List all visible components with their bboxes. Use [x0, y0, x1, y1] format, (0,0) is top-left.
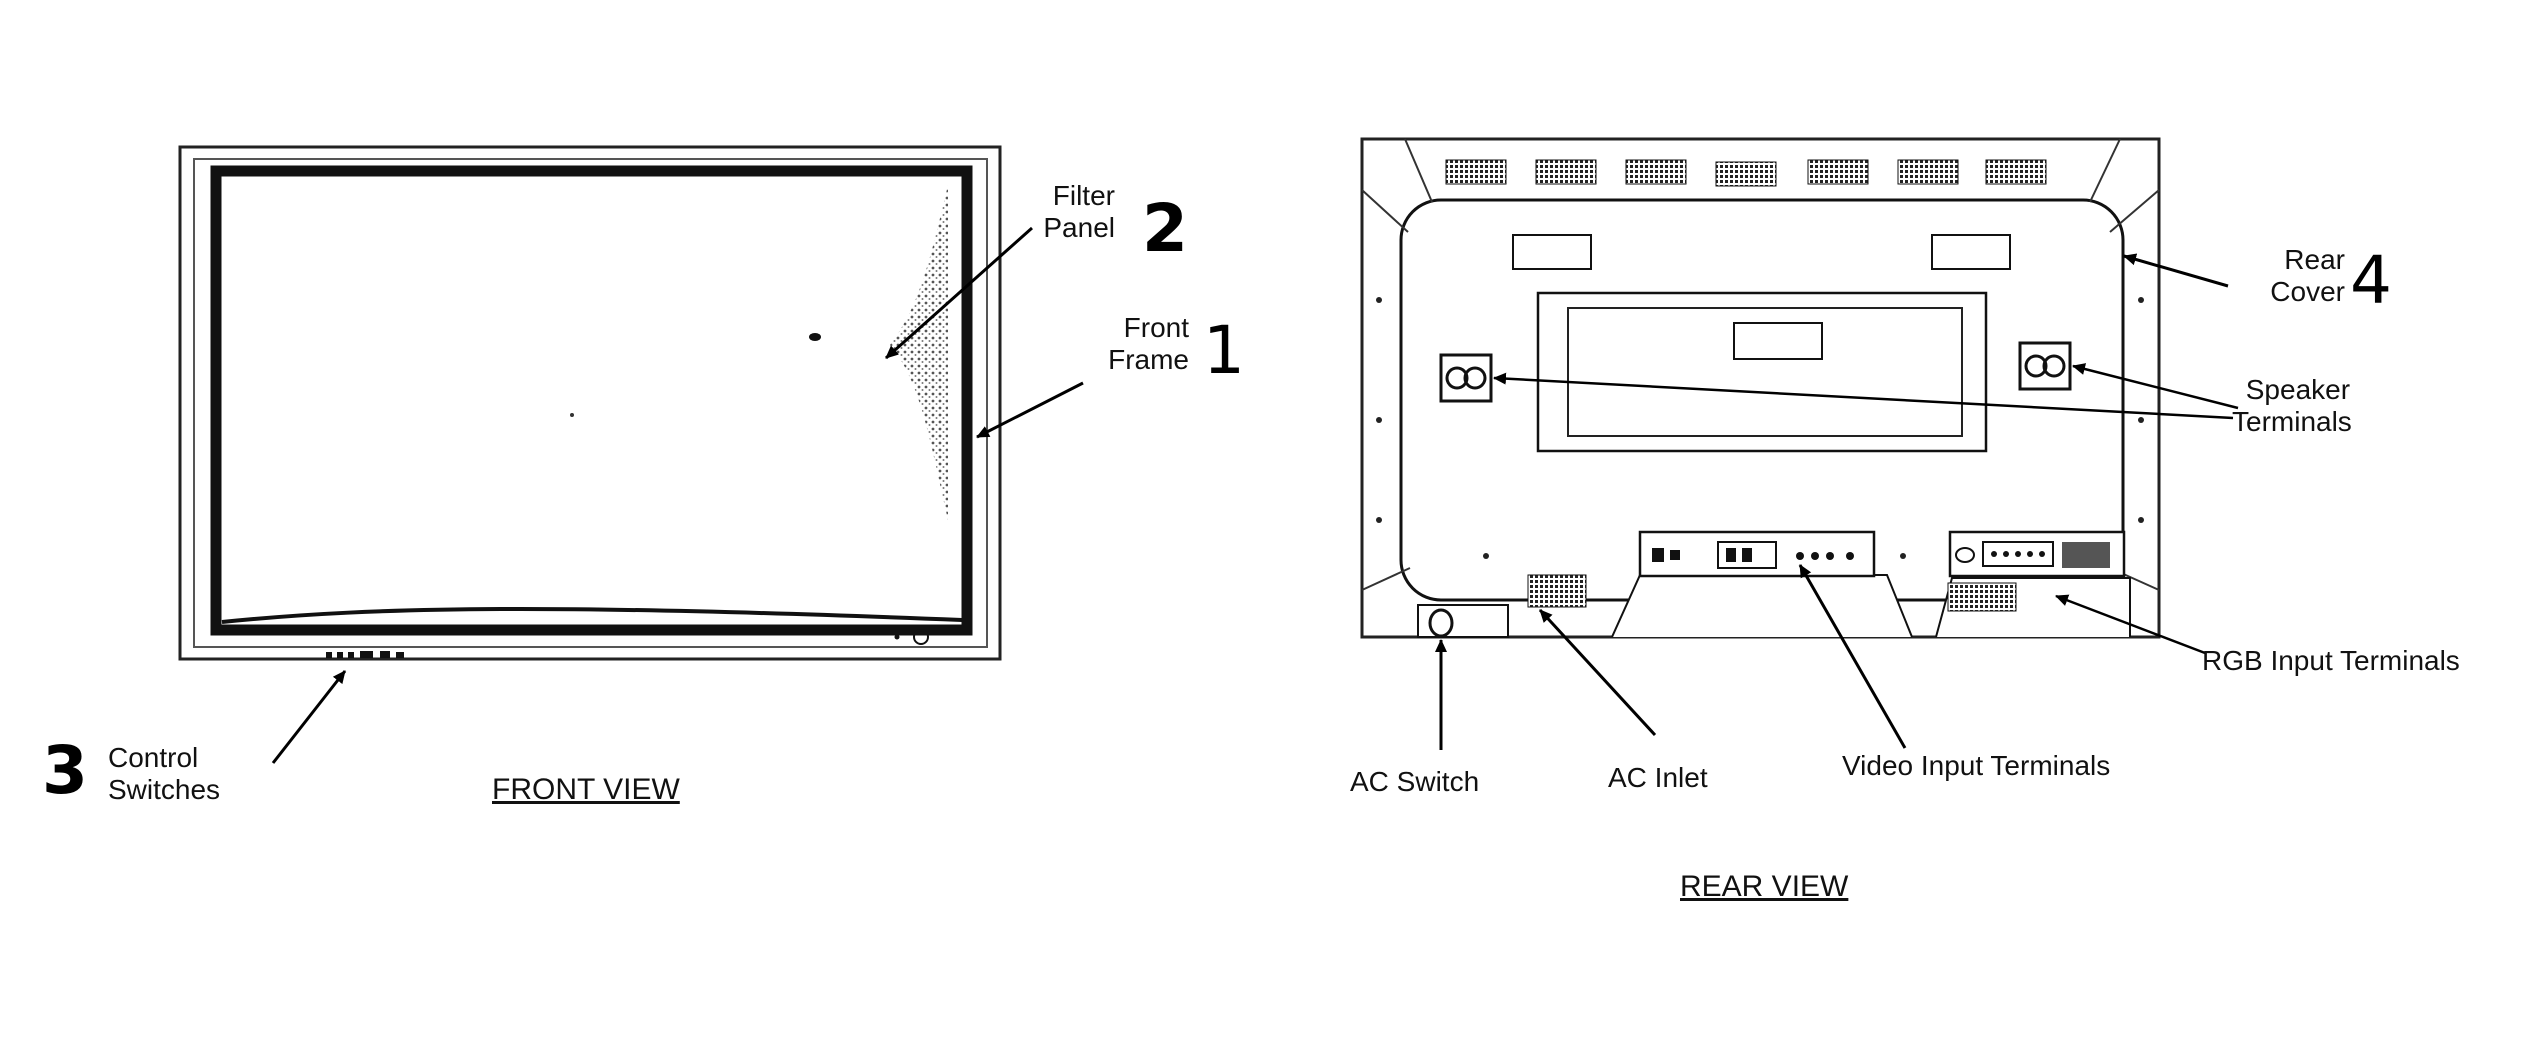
frame-rivets [1376, 297, 2144, 559]
power-indicator-icon [913, 629, 929, 645]
filter-panel-label-line2: Panel [1043, 212, 1115, 243]
front-frame-arrow [976, 381, 1084, 439]
rgb-input-connectors [1955, 541, 2110, 568]
video-input-arrow [1798, 564, 1907, 749]
label-plate [1733, 322, 1823, 360]
front-frame-label-line1: Front [1123, 312, 1189, 343]
top-vent-grilles [1445, 159, 2047, 187]
screen-bottom-curve [221, 606, 963, 624]
front-view-caption: FRONT VIEW [492, 773, 680, 806]
speaker-terminal-right [2018, 341, 2072, 391]
control-switch-buttons [326, 651, 404, 658]
front-frame-inner [193, 158, 988, 648]
rear-view-drawing [1360, 137, 2239, 750]
video-input-terminals-label: Video Input Terminals [1842, 750, 2111, 781]
rear-cover-label: Rear Cover [2240, 244, 2345, 308]
display-bezel [210, 165, 973, 636]
rear-view-caption: REAR VIEW [1680, 870, 1849, 903]
control-switches-label-line2: Switches [108, 774, 221, 805]
control-switches-label-line1: Control [108, 742, 199, 773]
ac-inlet-label: AC Inlet [1608, 762, 1708, 793]
speaker-arrow-right [2072, 363, 2239, 410]
front-frame-label: Front Frame [1062, 312, 1189, 376]
rear-cover-label-line1: Rear [2284, 244, 2345, 275]
rgb-vent-grille [1947, 582, 2017, 612]
screen-mark [809, 333, 821, 341]
rear-handle-right [1931, 234, 2011, 270]
filter-panel-arrow [885, 226, 1033, 360]
control-switches-arrow [271, 670, 347, 764]
filter-panel-number: 2 [1142, 190, 1188, 267]
ac-switch-label: AC Switch [1350, 766, 1480, 797]
speaker-terminals-label-line1: Speaker [2245, 374, 2351, 405]
filter-panel-label: Filter Panel [1005, 180, 1115, 244]
speaker-terminals-label-line2: Terminals [2232, 406, 2352, 437]
rear-handle-left [1512, 234, 1592, 270]
rgb-arrow [2055, 594, 2206, 655]
speaker-arrow-left [1493, 372, 2234, 420]
rgb-input-terminals-label: RGB Input Terminals [2202, 645, 2460, 676]
rear-cover-number: 4 [2350, 242, 2392, 319]
ac-switch-icon [1428, 608, 1454, 638]
control-switches-label: Control Switches [108, 742, 220, 806]
video-terminal-housing [1611, 574, 1913, 638]
filter-panel-label-line1: Filter [1052, 180, 1115, 211]
speaker-terminal-left [1439, 353, 1493, 403]
stand-mount-inner [1567, 307, 1963, 437]
front-frame-number: 1 [1203, 312, 1245, 389]
sensor-dot [894, 634, 900, 640]
control-switches-number: 3 [42, 732, 88, 809]
ac-inlet-arrow [1538, 608, 1657, 737]
rear-cover-arrow [2123, 253, 2229, 288]
video-input-connectors [1652, 541, 1854, 569]
rear-cover-label-line2: Cover [2270, 276, 2345, 307]
stand-mount-outer [1536, 291, 1988, 453]
front-view-drawing [178, 145, 1084, 764]
ac-inlet-grille [1527, 574, 1587, 608]
screen-dot [570, 413, 574, 417]
filter-panel-shading [890, 185, 948, 520]
speaker-terminals-label: Speaker Terminals [2232, 374, 2352, 438]
front-frame-label-line2: Frame [1108, 344, 1189, 375]
